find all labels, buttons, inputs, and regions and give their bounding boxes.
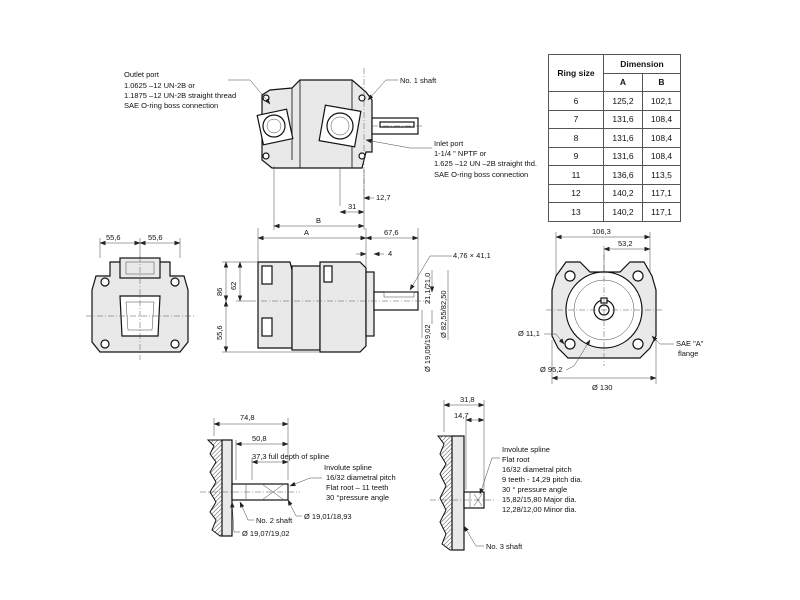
dim-74-8: 74,8 bbox=[240, 413, 255, 422]
shaft-2-spec-line-2: 16/32 diametral pitch bbox=[326, 473, 396, 482]
cell-b: 117,1 bbox=[642, 202, 681, 222]
shaft-3-spec-line-7: 12,28/12,00 Minor dia. bbox=[502, 505, 577, 514]
cell-a: 131,6 bbox=[603, 128, 643, 148]
outlet-port-line-4: SAE O-ring boss connection bbox=[124, 101, 218, 110]
cell-ring: 9 bbox=[548, 146, 604, 166]
cell-b: 108,4 bbox=[642, 146, 681, 166]
dim-shaft-dia: Ø 19,05/19,02 bbox=[423, 324, 432, 372]
no2-shaft-label: No. 2 shaft bbox=[256, 516, 293, 525]
shaft-3-spec-line-2: Flat root bbox=[502, 455, 530, 464]
header-a: A bbox=[603, 72, 643, 92]
dim-55-6: 55,6 bbox=[215, 325, 224, 340]
cell-ring: 11 bbox=[548, 165, 604, 185]
table-row: 9 131,6 108,4 bbox=[548, 146, 681, 166]
cell-ring: 8 bbox=[548, 128, 604, 148]
dim-50-8: 50,8 bbox=[252, 434, 267, 443]
dim-4: 4 bbox=[388, 249, 392, 258]
cell-a: 140,2 bbox=[603, 202, 643, 222]
front-view bbox=[86, 238, 194, 360]
table-row: 11 136,6 113,5 bbox=[548, 165, 681, 185]
ring-size-table: Ring size Dimension A B 6 125,2 102,1 7 … bbox=[548, 54, 681, 222]
shaft-3-view bbox=[430, 400, 500, 551]
dim-21-1: 21,1/21,0 bbox=[423, 273, 432, 304]
shaft-3-spec-line-3: 16/32 diametral pitch bbox=[502, 465, 572, 474]
dim-31-8: 31,8 bbox=[460, 395, 475, 404]
table-row: 8 131,6 108,4 bbox=[548, 128, 681, 148]
cell-ring: 13 bbox=[548, 202, 604, 222]
dim-pilot-dia: Ø 82,55/82,50 bbox=[439, 290, 448, 338]
dim-19-07: Ø 19,07/19,02 bbox=[242, 529, 290, 538]
dim-55-6-right: 55,6 bbox=[148, 233, 163, 242]
table-row: 7 131,6 108,4 bbox=[548, 109, 681, 129]
dim-130: Ø 130 bbox=[592, 383, 612, 392]
inlet-port-line-1: Inlet port bbox=[434, 139, 464, 148]
shaft-2-spec-line-4: 30 °pressure angle bbox=[326, 493, 389, 502]
shaft-2-view bbox=[200, 418, 322, 537]
shaft-3-spec-line-1: Involute spline bbox=[502, 445, 550, 454]
dim-55-6-left: 55,6 bbox=[106, 233, 121, 242]
shaft-3-spec-line-5: 30 ° pressure angle bbox=[502, 485, 567, 494]
cell-ring: 7 bbox=[548, 109, 604, 129]
shaft-2-spec-line-3: Flat root – 11 teeth bbox=[326, 483, 388, 492]
dim-67-6: 67,6 bbox=[384, 228, 399, 237]
inlet-port-line-4: SAE O-ring boss connection bbox=[434, 170, 528, 179]
dim-31: 31 bbox=[348, 202, 356, 211]
table-row: 6 125,2 102,1 bbox=[548, 91, 681, 111]
top-view bbox=[228, 68, 432, 230]
table-header-row: Ring size Dimension bbox=[548, 54, 681, 92]
no3-shaft-label: No. 3 shaft bbox=[486, 542, 523, 551]
sae-flange-line-1: SAE "A" bbox=[676, 339, 704, 348]
cell-ring: 12 bbox=[548, 183, 604, 203]
cell-a: 136,6 bbox=[603, 165, 643, 185]
dim-37-3: 37,3 full depth of spline bbox=[252, 452, 329, 461]
shaft-3-spec-line-4: 9 teeth - 14,29 pitch dia. bbox=[502, 475, 582, 484]
header-ring-size: Ring size bbox=[548, 54, 604, 92]
cell-b: 108,4 bbox=[642, 109, 681, 129]
dim-106-3: 106,3 bbox=[592, 227, 611, 236]
dim-a: A bbox=[304, 228, 309, 237]
outlet-port-line-2: 1.0625 –12 UN-2B or bbox=[124, 81, 195, 90]
cell-a: 131,6 bbox=[603, 146, 643, 166]
inlet-port-line-2: 1-1/4 " NPTF or bbox=[434, 149, 487, 158]
shaft-2-spec-line-1: Involute spline bbox=[324, 463, 372, 472]
dim-key: 4,76 × 41,1 bbox=[453, 251, 491, 260]
header-b: B bbox=[642, 72, 681, 92]
sae-flange-line-2: flange bbox=[678, 349, 698, 358]
cell-b: 113,5 bbox=[642, 165, 681, 185]
dim-86: 86 bbox=[215, 288, 224, 296]
dim-95-2: Ø 95,2 bbox=[540, 365, 563, 374]
dim-62: 62 bbox=[229, 282, 238, 290]
table-row: 12 140,2 117,1 bbox=[548, 183, 681, 203]
header-dimension: Dimension bbox=[603, 54, 681, 74]
cell-b: 108,4 bbox=[642, 128, 681, 148]
outlet-port-line-3: 1.1875 –12 UN-2B straight thread bbox=[124, 91, 236, 100]
inlet-port-line-3: 1.625 –12 UN –2B straight thd. bbox=[434, 159, 537, 168]
dim-19-01: Ø 19,01/18,93 bbox=[304, 512, 352, 521]
no1-shaft-label: No. 1 shaft bbox=[400, 76, 437, 85]
cell-a: 131,6 bbox=[603, 109, 643, 129]
table-row: 13 140,2 117,1 bbox=[548, 202, 681, 222]
dim-b: B bbox=[316, 216, 321, 225]
cell-a: 125,2 bbox=[603, 91, 643, 111]
shaft-3-spec-line-6: 15,82/15,80 Major dia. bbox=[502, 495, 577, 504]
dim-12-7: 12,7 bbox=[376, 193, 391, 202]
side-view bbox=[222, 228, 452, 353]
cell-b: 102,1 bbox=[642, 91, 681, 111]
outlet-port-line-1: Outlet port bbox=[124, 70, 160, 79]
cell-b: 117,1 bbox=[642, 183, 681, 203]
flange-view bbox=[544, 232, 674, 384]
dim-53-2: 53,2 bbox=[618, 239, 633, 248]
cell-a: 140,2 bbox=[603, 183, 643, 203]
dim-11-1: Ø 11,1 bbox=[518, 329, 540, 338]
cell-ring: 6 bbox=[548, 91, 604, 111]
dim-14-7: 14,7 bbox=[454, 411, 469, 420]
